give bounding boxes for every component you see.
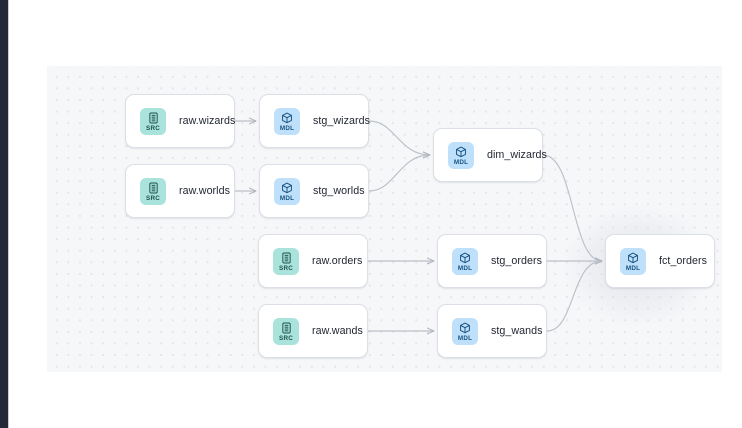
src-badge: SRC: [140, 177, 166, 205]
node-kind-label: SRC: [146, 194, 160, 202]
node-label: raw.wands: [312, 325, 363, 337]
node-kind-label: MDL: [457, 264, 473, 272]
graph-node-raw-worlds[interactable]: SRC raw.worlds: [125, 164, 235, 218]
graph-node-raw-wizards[interactable]: SRC raw.wizards: [125, 94, 235, 148]
mdl-badge: MDL: [448, 141, 474, 169]
node-kind-label: MDL: [453, 158, 469, 166]
node-label: fct_orders: [659, 255, 708, 267]
page-surface: SRC raw.wizards SRC raw.worlds: [9, 0, 742, 428]
database-icon: [148, 111, 159, 124]
node-kind-label: MDL: [625, 264, 641, 272]
graph-node-raw-orders[interactable]: SRC raw.orders: [258, 234, 368, 288]
graph-node-dim-wizards[interactable]: MDL dim_wizards: [433, 128, 547, 182]
node-label: raw.orders: [312, 255, 363, 267]
graph-node-stg-orders[interactable]: MDL stg_orders: [437, 234, 547, 288]
database-icon: [281, 251, 292, 264]
cube-icon: [459, 252, 471, 264]
graph-node-stg-wands[interactable]: MDL stg_wands: [437, 304, 547, 358]
app-left-rail-divider: [8, 0, 9, 428]
node-kind-label: MDL: [457, 334, 473, 342]
cube-icon: [281, 112, 293, 124]
node-kind-label: MDL: [279, 194, 295, 202]
edge-stg-worlds-dim-wizards: [368, 155, 430, 192]
app-left-rail: [0, 0, 8, 428]
edge-dim-wizards-fct-orders: [542, 154, 602, 261]
cube-icon: [281, 182, 293, 194]
node-label: stg_worlds: [313, 185, 365, 197]
edge-stg-wizards-dim-wizards: [368, 120, 430, 155]
graph-node-raw-wands[interactable]: SRC raw.wands: [258, 304, 368, 358]
graph-node-fct-orders[interactable]: MDL fct_orders: [605, 234, 715, 288]
mdl-badge: MDL: [452, 317, 478, 345]
node-label: stg_wands: [491, 325, 543, 337]
database-icon: [148, 181, 159, 194]
lineage-graph-canvas[interactable]: SRC raw.wizards SRC raw.worlds: [47, 66, 722, 372]
mdl-badge: MDL: [452, 247, 478, 275]
node-label: stg_orders: [491, 255, 542, 267]
cube-icon: [459, 322, 471, 334]
graph-node-stg-worlds[interactable]: MDL stg_worlds: [259, 164, 369, 218]
mdl-badge: MDL: [274, 107, 300, 135]
node-label: stg_wizards: [313, 115, 370, 127]
edge-stg-wands-fct-orders: [546, 261, 602, 332]
cube-icon: [455, 146, 467, 158]
mdl-badge: MDL: [620, 247, 646, 275]
node-label: raw.wizards: [179, 115, 236, 127]
src-badge: SRC: [273, 247, 299, 275]
node-kind-label: MDL: [279, 124, 295, 132]
mdl-badge: MDL: [274, 177, 300, 205]
cube-icon: [627, 252, 639, 264]
node-kind-label: SRC: [279, 334, 293, 342]
graph-node-stg-wizards[interactable]: MDL stg_wizards: [259, 94, 370, 148]
database-icon: [281, 321, 292, 334]
node-kind-label: SRC: [279, 264, 293, 272]
src-badge: SRC: [140, 107, 166, 135]
node-kind-label: SRC: [146, 124, 160, 132]
src-badge: SRC: [273, 317, 299, 345]
node-label: dim_wizards: [487, 149, 547, 161]
node-label: raw.worlds: [179, 185, 230, 197]
